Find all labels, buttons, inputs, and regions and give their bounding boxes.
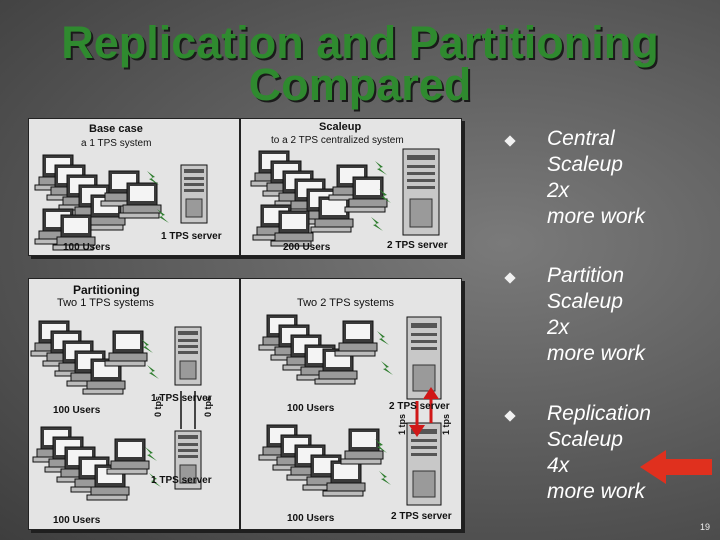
title-line-1: Replication and Partitioning	[61, 17, 659, 68]
replication-subheading: Two 2 TPS systems	[297, 297, 394, 309]
base-case-subheading: a 1 TPS system	[81, 138, 152, 149]
left-arrow-icon	[640, 450, 712, 484]
partitioning-diagram	[30, 320, 202, 501]
scaleup-users-label: 200 Users	[283, 242, 331, 253]
partitioning-link-left-label: 0 tps	[153, 395, 163, 417]
panel-replication: Two 2 TPS systems 2 TPS server 100 Users…	[240, 278, 462, 530]
replication-link-left-label: 1 tps	[397, 413, 407, 435]
replication-server-top-label: 2 TPS server	[389, 401, 450, 412]
partitioning-users-top-label: 100 Users	[53, 405, 101, 416]
replication-users-top-label: 100 Users	[287, 403, 335, 414]
base-case-heading: Base case	[89, 123, 143, 135]
lightning-icon	[147, 365, 159, 379]
title-line-2: Compared	[248, 59, 472, 110]
replication-server-bottom-label: 2 TPS server	[391, 511, 452, 522]
server-icon	[402, 148, 440, 236]
scaleup-subheading: to a 2 TPS centralized system	[271, 135, 404, 146]
partitioning-heading: Partitioning	[73, 283, 140, 297]
bullet-central-scaleup: Central Scaleup 2x more work	[547, 127, 646, 228]
partitioning-server-top-label: 1 TPS server	[151, 393, 212, 404]
partitioning-users-bottom-label: 100 Users	[53, 515, 101, 526]
scaleup-heading: Scaleup	[319, 121, 362, 133]
bullet-diamond-icon	[504, 135, 516, 147]
lightning-icon	[371, 217, 383, 231]
bullet-replication-scaleup: Replication Scaleup 4x more work	[547, 402, 651, 503]
base-case-server-label: 1 TPS server	[161, 231, 222, 242]
bullet-diamond-icon	[504, 410, 516, 422]
partitioning-subheading: Two 1 TPS systems	[57, 297, 154, 309]
server-icon	[174, 326, 202, 386]
replication-arrow-icon	[409, 387, 439, 437]
bullet-partition-scaleup: Partition Scaleup 2x more work	[547, 264, 646, 365]
replication-link-right-label: 1 tps	[441, 413, 451, 435]
partitioning-server-bottom-label: 1 TPS server	[151, 475, 212, 486]
panel-base-case: Base case a 1 TPS system 1 TPS server 10…	[28, 118, 240, 256]
lightning-icon	[381, 361, 393, 375]
workstation-icon	[250, 150, 388, 247]
lightning-icon	[379, 471, 391, 485]
lightning-icon	[377, 331, 389, 345]
page-number: 19	[699, 522, 710, 532]
base-case-users-label: 100 Users	[63, 242, 111, 253]
panel-scaleup: Scaleup to a 2 TPS centralized system 20…	[240, 118, 462, 256]
slide-title: Replication and Partitioning Compared	[0, 20, 720, 108]
replication-diagram	[258, 314, 442, 506]
bullet-diamond-icon	[504, 272, 516, 284]
partitioning-link-right-label: 0 tps	[203, 395, 213, 417]
replication-users-bottom-label: 100 Users	[287, 513, 335, 524]
lightning-icon	[145, 447, 157, 461]
server-icon	[406, 316, 442, 400]
workstation-icon	[34, 154, 162, 251]
lightning-icon	[375, 161, 387, 175]
panel-partitioning: Partitioning Two 1 TPS systems 1 TPS ser…	[28, 278, 240, 530]
scaleup-server-label: 2 TPS server	[387, 240, 448, 251]
server-icon	[406, 422, 442, 506]
server-icon	[180, 164, 208, 224]
